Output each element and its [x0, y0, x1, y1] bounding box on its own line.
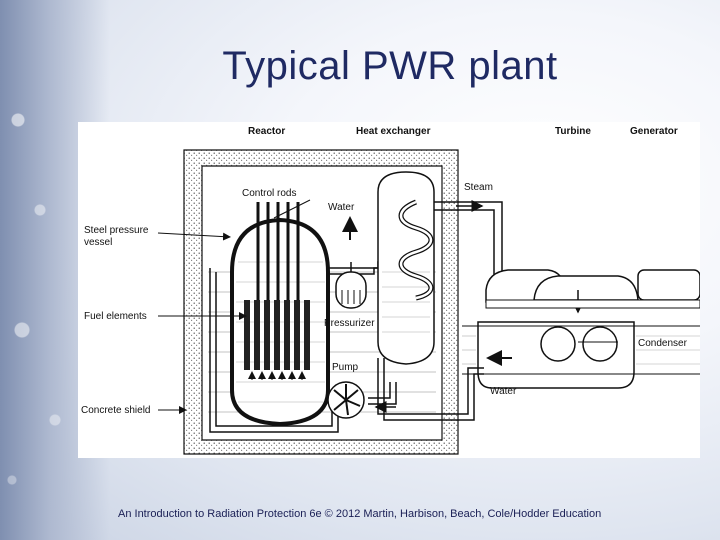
steam-line: [434, 201, 503, 282]
pwr-diagram-svg: Reactor Heat exchanger Turbine Generator: [81, 126, 700, 455]
header-reactor: Reactor: [248, 126, 285, 137]
label-pointers: [157, 199, 618, 414]
core-flow-arrows: [248, 371, 306, 380]
label-concrete-shield: Concrete shield: [81, 405, 150, 416]
concrete-shield: [183, 149, 459, 455]
label-pressurizer: Pressurizer: [324, 318, 375, 329]
label-pump: Pump: [332, 362, 359, 373]
label-fuel-elements: Fuel elements: [84, 311, 147, 322]
feedwater-line: [377, 358, 484, 421]
pwr-diagram: Reactor Heat exchanger Turbine Generator: [78, 122, 700, 458]
label-control-rods: Control rods: [242, 188, 296, 199]
label-water-top: Water: [328, 202, 355, 213]
label-steel-pressure-vessel-2: vessel: [84, 237, 112, 248]
condenser: [462, 321, 700, 389]
label-water-bottom: Water: [490, 386, 517, 397]
header-generator: Generator: [630, 126, 678, 137]
turbine-generator: [485, 269, 700, 314]
pump: [327, 381, 365, 419]
slide-footer: An Introduction to Radiation Protection …: [118, 508, 602, 520]
slide-title: Typical PWR plant: [222, 44, 558, 88]
pressurizer: [335, 262, 367, 309]
header-heat-exchanger: Heat exchanger: [356, 126, 431, 137]
heat-exchanger: [377, 171, 435, 365]
header-turbine: Turbine: [555, 126, 591, 137]
label-condenser: Condenser: [638, 338, 688, 349]
fuel-elements: [244, 300, 310, 370]
label-steel-pressure-vessel-1: Steel pressure: [84, 225, 149, 236]
label-steam: Steam: [464, 182, 493, 193]
